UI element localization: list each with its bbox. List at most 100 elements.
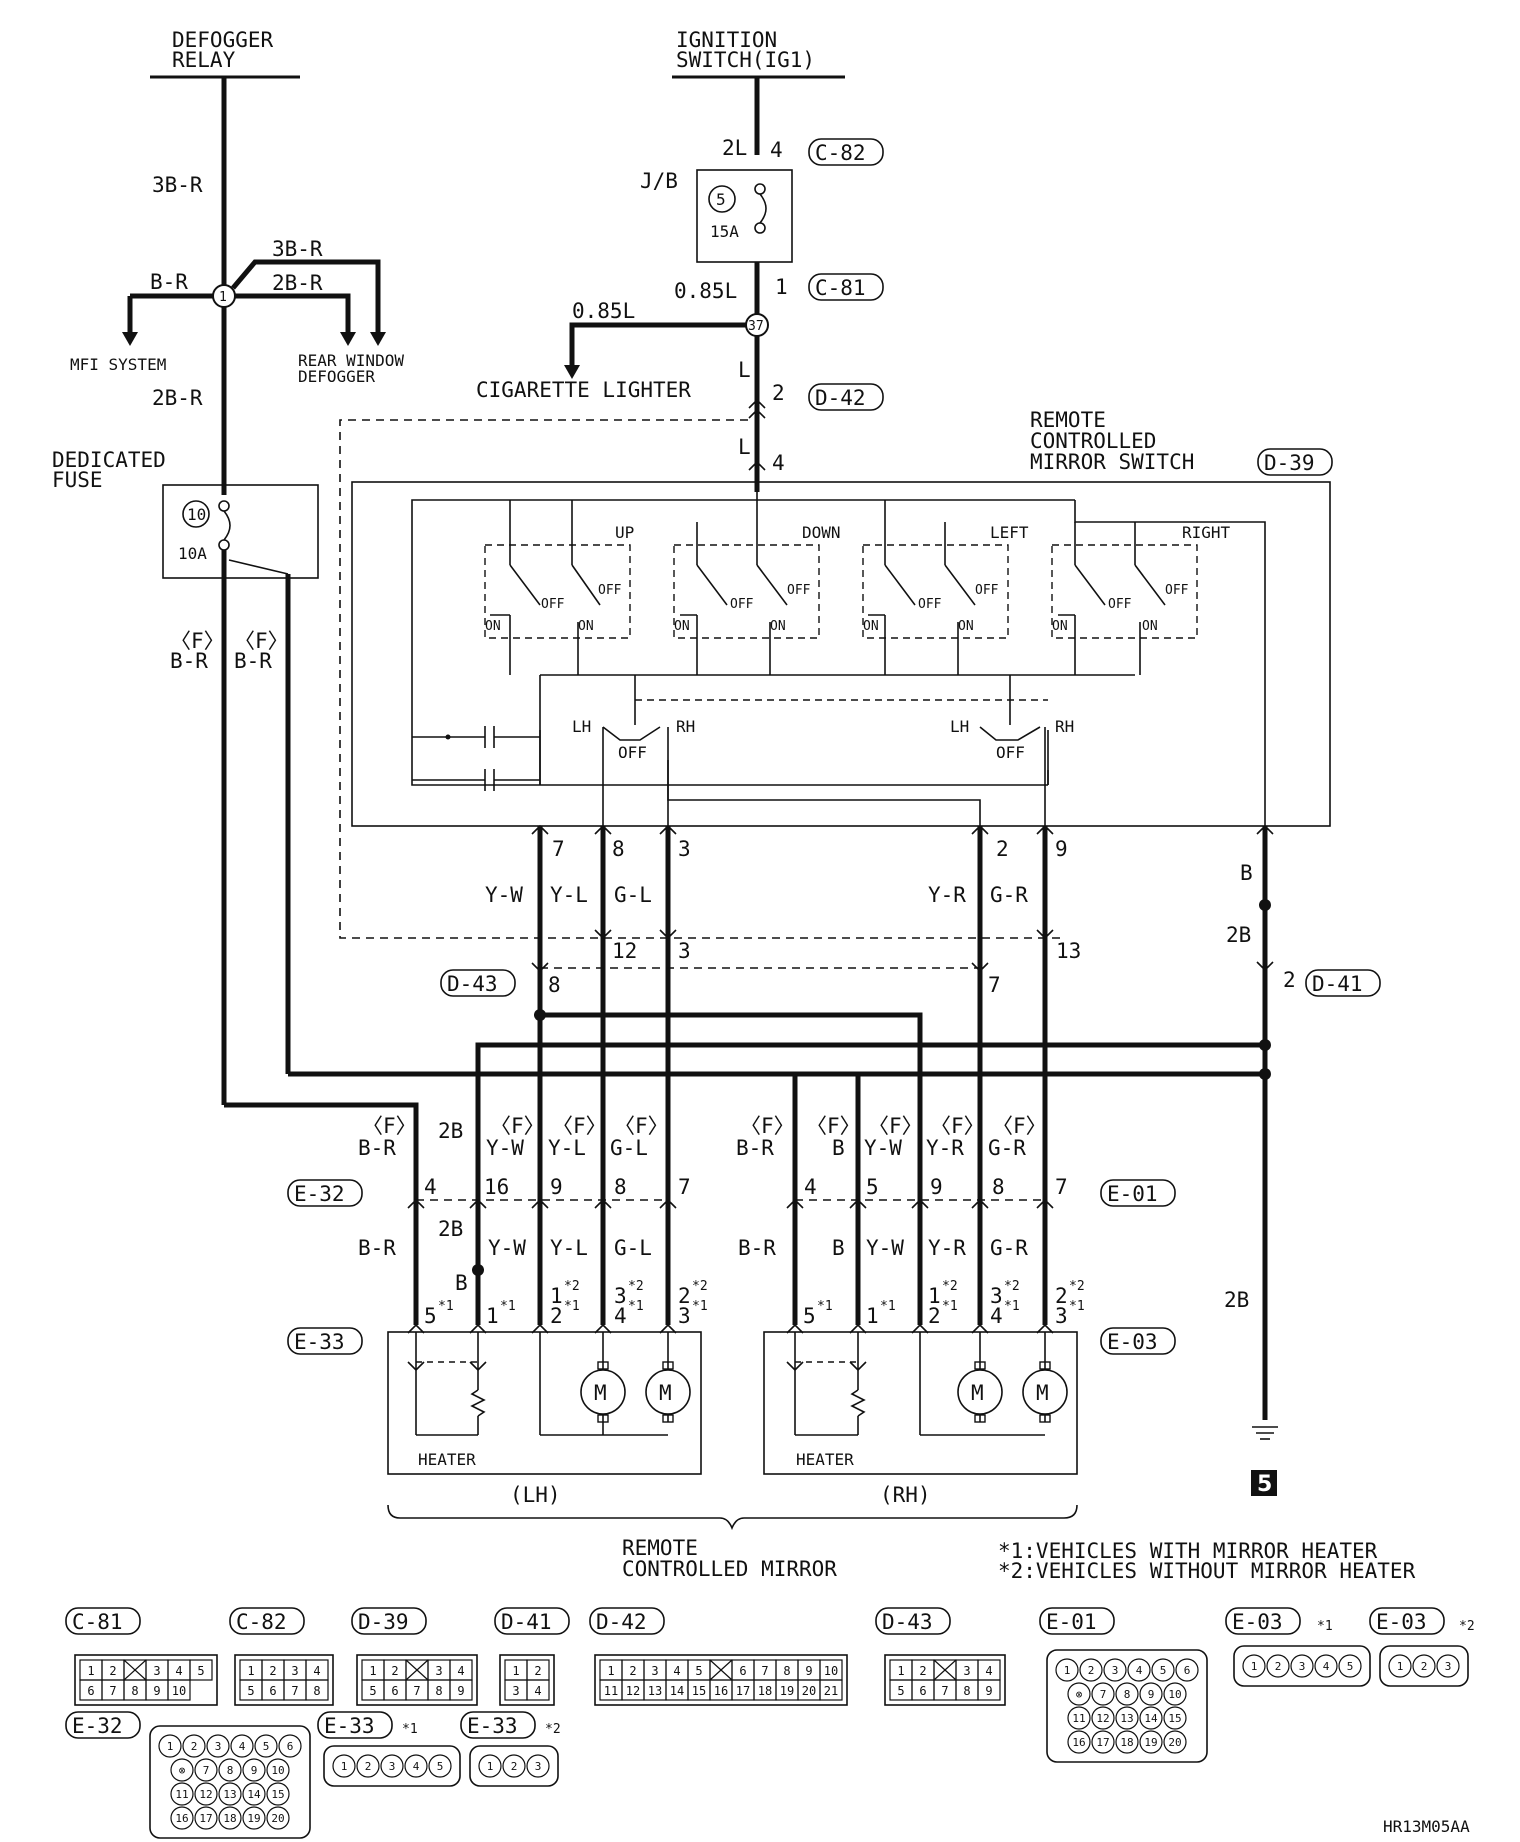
wire-l1-label: L [738,358,751,382]
off-label-2: OFF [730,597,754,612]
off-label-4: OFF [918,597,942,612]
connector-tag-c82: C-82 [808,138,884,166]
connector-pin: 1 [487,1760,494,1773]
e01-pin-7: 7 [1055,1175,1068,1199]
selector-lh-1: LH [572,717,591,736]
connector-pin: 13 [1120,1712,1133,1725]
pin-1-label: 1 [775,275,788,299]
lh-pin-2b: 2 [678,1284,691,1308]
lh-pin-2: 2 [550,1304,563,1328]
svg-text:E-01: E-01 [1107,1182,1158,1206]
connector-pin: 14 [670,1684,684,1698]
lh-mirror-box [387,1331,702,1475]
view-tag-e03b: E-03 [1369,1607,1445,1635]
rh-f-3: 〈F〉 [868,1114,923,1138]
switch-contact-labels: OFF OFF ON ON OFF OFF ON ON OFF OFF ON O… [485,583,1189,634]
connector-pin: 4 [239,1740,246,1753]
svg-text:D-39: D-39 [358,1610,409,1634]
connector-pin: 8 [435,1684,442,1698]
connector-pin: 1 [167,1740,174,1753]
connector-pin: 13 [223,1788,236,1801]
rh-pin-1b: 1 [928,1284,941,1308]
connector-pin: 12 [199,1788,212,1801]
connector-tag-d42: D-42 [808,383,884,411]
selector-off-2: OFF [996,743,1025,762]
rh-mark-2: *1 [942,1299,958,1314]
off-label-3: OFF [787,583,811,598]
on-label-7: ON [958,619,974,634]
rh-low-2: B [832,1236,845,1260]
connector-pin: 6 [1184,1664,1191,1677]
rh-f-1: 〈F〉 [740,1114,795,1138]
connector-pin: 4 [413,1760,420,1773]
connector-pin: 7 [941,1684,948,1698]
lh-mark-3: *2 [628,1279,644,1294]
rear-defogger-label-1: REAR WINDOW [298,351,404,370]
svg-text:E-33: E-33 [324,1714,375,1738]
connector-pin: 1 [341,1760,348,1773]
svg-text:E-03: E-03 [1232,1610,1283,1634]
rh-fc-1: B-R [736,1136,774,1160]
view-tag-c82: C-82 [229,1607,305,1635]
connector-tag-d43: D-43 [440,969,516,997]
svg-text:E-33: E-33 [467,1714,518,1738]
connector-pin: 9 [985,1684,992,1698]
f-color-1: B-R [170,649,208,673]
wire-3br-b-label: 3B-R [272,237,323,261]
connector-pin: 4 [1323,1660,1330,1673]
ground-point-box [1251,1470,1277,1496]
view-tag-e33b: E-33 [460,1711,536,1739]
connector-pin: 14 [247,1788,261,1801]
lh-low-1: B-R [358,1236,396,1260]
off-label-1: OFF [598,583,622,598]
rh-f-4: 〈F〉 [930,1114,985,1138]
switch-title-3: MIRROR SWITCH [1030,450,1194,474]
connector-pin: 14 [1144,1712,1158,1725]
svg-text:E-03: E-03 [1376,1610,1427,1634]
connector-pin: 9 [251,1764,258,1777]
connector-tag-e33: E-33 [287,1327,363,1355]
wire-2br-down-label: 2B-R [152,386,203,410]
connector-pin: 3 [1112,1664,1119,1677]
svg-text:C-82: C-82 [236,1610,287,1634]
connector-pin: 10 [271,1764,284,1777]
connector-pin: 3 [1445,1660,1452,1673]
view-e03b-mark: *2 [1459,1619,1475,1634]
connector-pin: 9 [153,1684,160,1698]
mirror-brace [387,1504,1078,1531]
connector-pin: 5 [437,1760,444,1773]
fuse-5-amp: 15A [710,222,739,241]
rh-pin-3: 3 [990,1284,1003,1308]
on-label-6: ON [863,619,879,634]
connector-pin: 5 [1347,1660,1354,1673]
connector-pin: 1 [1397,1660,1404,1673]
wire-085l-cig-label: 0.85L [572,299,635,323]
connector-pin: 8 [783,1664,790,1678]
view-tag-c81: C-81 [65,1607,141,1635]
view-tag-e01: E-01 [1039,1607,1115,1635]
connector-pin: 6 [919,1684,926,1698]
connector-pin: 4 [1136,1664,1143,1677]
connector-pin: 4 [175,1664,182,1678]
connector-pin: 3 [435,1664,442,1678]
lh-f-3: 〈F〉 [552,1114,607,1138]
lh-low-3: Y-L [550,1236,588,1260]
connector-pin: 2 [511,1760,518,1773]
connector-pin: 2 [109,1664,116,1678]
connector-pin: 6 [739,1664,746,1678]
connector-pin: 3 [153,1664,160,1678]
connector-pin: 11 [1072,1712,1085,1725]
connector-pin: 16 [714,1684,728,1698]
d41-pin-2: 2 [1283,968,1296,992]
d43-pin-12: 12 [612,939,637,963]
connector-pin: 2 [269,1664,276,1678]
connector-tag-e01: E-01 [1100,1179,1176,1207]
wire-2br-label: 2B-R [272,271,323,295]
defogger-relay-label-2: RELAY [172,48,236,72]
e32-pin-7: 7 [678,1175,691,1199]
rh-mark-2b: *2 [1069,1279,1085,1294]
view-tag-d43: D-43 [875,1607,951,1635]
